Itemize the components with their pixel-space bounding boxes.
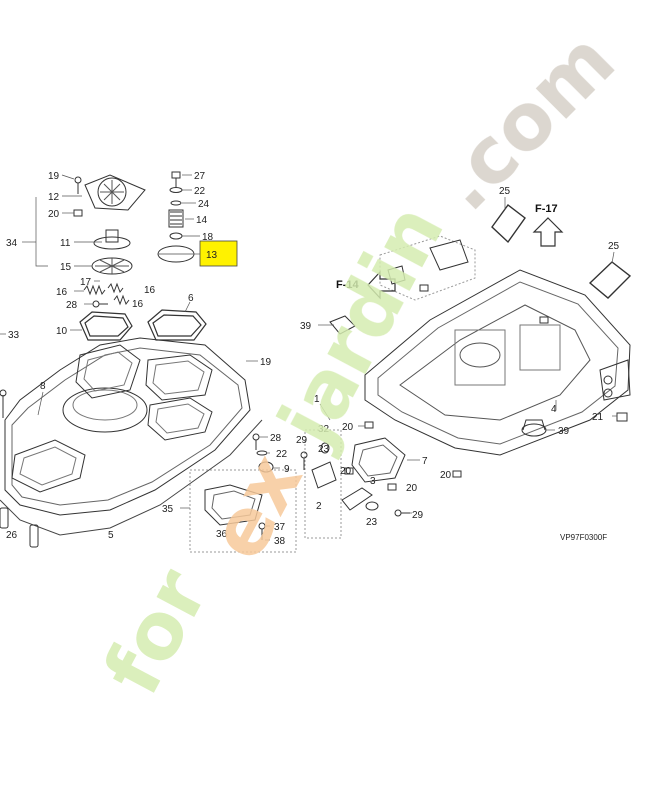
callout-24[interactable]: 24 — [198, 199, 210, 210]
callout-29[interactable]: 29 — [296, 435, 308, 446]
callout-8[interactable]: 8 — [40, 381, 46, 392]
callout-23[interactable]: 23 — [318, 444, 330, 455]
svg-text:for: for — [87, 555, 226, 709]
callout-22[interactable]: 22 — [276, 449, 288, 460]
callout-37[interactable]: 37 — [274, 522, 286, 533]
callout-27[interactable]: 27 — [194, 171, 206, 182]
callout-7[interactable]: 7 — [422, 456, 428, 467]
ref-arrow-f17[interactable] — [532, 217, 564, 247]
callout-16[interactable]: 16 — [132, 299, 144, 310]
callout-28[interactable]: 28 — [66, 300, 78, 311]
callout-32[interactable]: 32 — [318, 424, 330, 435]
middle-parts-drawing — [300, 421, 462, 539]
svg-text:jardin: jardin — [261, 191, 462, 462]
callout-17[interactable]: 17 — [80, 277, 92, 288]
callout-28[interactable]: 28 — [270, 433, 282, 444]
callout-6[interactable]: 6 — [188, 293, 194, 304]
callout-35[interactable]: 35 — [162, 504, 174, 515]
callout-39[interactable]: 39 — [558, 426, 570, 437]
callout-25[interactable]: 25 — [608, 241, 620, 252]
callout-33[interactable]: 33 — [8, 330, 20, 341]
callout-15[interactable]: 15 — [60, 262, 72, 273]
ref-arrow-f14[interactable] — [367, 270, 396, 300]
callout-12[interactable]: 12 — [48, 192, 60, 203]
callout-20[interactable]: 20 — [406, 483, 418, 494]
callout-16[interactable]: 16 — [56, 287, 68, 298]
callout-20[interactable]: 20 — [340, 466, 352, 477]
svg-text:.com: .com — [420, 16, 633, 229]
callout-26[interactable]: 26 — [6, 530, 18, 541]
callout-25[interactable]: 25 — [499, 186, 511, 197]
callout-3[interactable]: 3 — [370, 476, 376, 487]
callout-labels: 19 12 20 34 11 15 27 22 24 14 18 17 16 1… — [6, 171, 620, 547]
callout-29[interactable]: 29 — [412, 510, 424, 521]
bracket-assembly-drawing — [189, 433, 297, 553]
callout-20[interactable]: 20 — [440, 470, 452, 481]
callout-22[interactable]: 22 — [194, 186, 206, 197]
callout-11[interactable]: 11 — [60, 238, 71, 249]
callout-10[interactable]: 10 — [56, 326, 68, 337]
leader-lines — [0, 174, 617, 541]
callout-18[interactable]: 18 — [202, 232, 214, 243]
callout-21[interactable]: 21 — [592, 412, 604, 423]
watermark-logo: for ex jardin .com — [87, 16, 632, 709]
callout-9[interactable]: 9 — [284, 464, 290, 475]
callout-4[interactable]: 4 — [551, 404, 557, 415]
callout-2[interactable]: 2 — [316, 501, 322, 512]
callout-20[interactable]: 20 — [48, 209, 60, 220]
knob-stack-drawing — [157, 171, 195, 263]
lower-housing-drawing — [329, 204, 632, 456]
upper-cover-drawing — [0, 337, 263, 548]
callout-23[interactable]: 23 — [366, 517, 378, 528]
ref-label-f14[interactable]: F-14 — [336, 279, 360, 291]
ref-label-f17[interactable]: F-17 — [535, 203, 558, 215]
callout-1[interactable]: 1 — [314, 394, 320, 405]
callout-19[interactable]: 19 — [48, 171, 60, 182]
callout-19[interactable]: 19 — [260, 357, 272, 368]
gasket-drawings — [79, 309, 207, 341]
svg-text:ex: ex — [192, 441, 320, 574]
callout-5[interactable]: 5 — [108, 530, 114, 541]
callout-38[interactable]: 38 — [274, 536, 286, 547]
callout-20[interactable]: 20 — [342, 422, 354, 433]
drawing-code: VP97F0300F — [560, 533, 607, 542]
highlight-label-13: 13 — [206, 250, 218, 261]
callout-14[interactable]: 14 — [196, 215, 208, 226]
highlight-box-13[interactable] — [199, 240, 238, 267]
callout-36[interactable]: 36 — [216, 529, 228, 540]
callout-16[interactable]: 16 — [144, 285, 156, 296]
callout-39[interactable]: 39 — [300, 321, 312, 332]
callout-34[interactable]: 34 — [6, 238, 18, 249]
